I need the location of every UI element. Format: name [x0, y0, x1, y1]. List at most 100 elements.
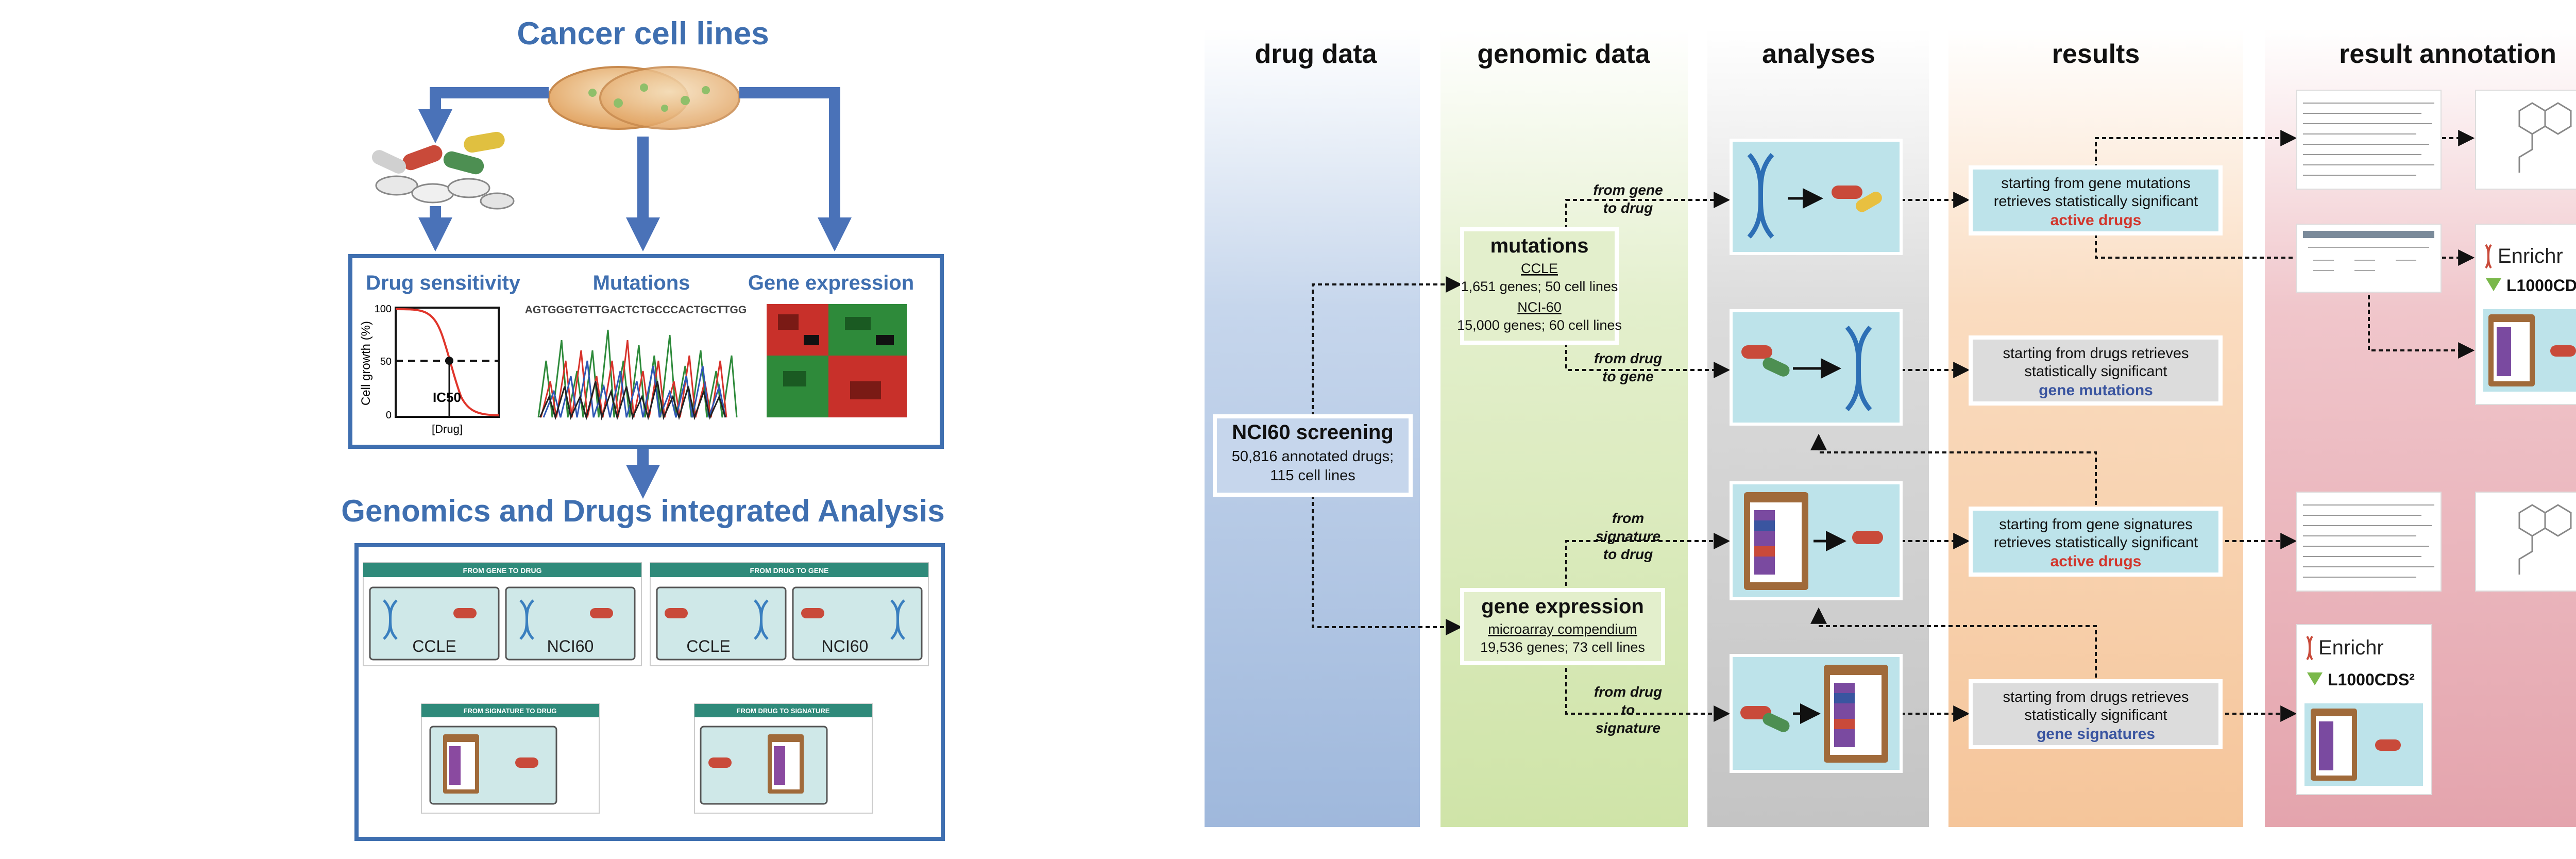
analysis-signature-to-drug	[1730, 481, 1903, 600]
petri-dish-icon	[548, 66, 740, 130]
cancer-cell-lines-title: Cancer cell lines	[517, 16, 769, 52]
mutations-title: Mutations	[593, 272, 690, 294]
pill-icon	[590, 608, 613, 618]
panel-header: FROM DRUG TO GENE	[750, 566, 829, 575]
card-label: NCI60	[822, 637, 869, 655]
result-highlight: active drugs	[2050, 553, 2142, 570]
label-gene-to-drug-1: from gene	[1593, 182, 1663, 198]
pill-icon	[801, 608, 824, 618]
nci60-detail: 15,000 genes; 60 cell lines	[1457, 317, 1622, 333]
gene-expression-box: gene expression microarray compendium 19…	[1460, 588, 1665, 665]
label-drug-to-gene-1: from drug	[1594, 350, 1662, 366]
annotation-table-3	[2296, 492, 2442, 592]
ic50-label: IC50	[433, 390, 461, 405]
ccle-source: CCLE	[1521, 261, 1558, 276]
screenshot-from-drug-to-signature: FROM DRUG TO SIGNATURE	[694, 703, 873, 814]
dna-icon	[383, 599, 398, 640]
dna-icon	[754, 599, 769, 640]
panel-header: FROM SIGNATURE TO DRUG	[464, 707, 557, 715]
pill-icon	[2375, 739, 2401, 751]
drug-sensitivity-title: Drug sensitivity	[366, 272, 521, 294]
column-title: results	[2052, 39, 2140, 69]
label-gene-to-drug-2: to drug	[1603, 200, 1653, 216]
y-axis-label: Cell growth (%)	[359, 321, 373, 406]
annotation-table-1	[2296, 90, 2442, 190]
molecule-structure-1	[2475, 90, 2576, 190]
label-signature-to-drug-3: to drug	[1603, 546, 1653, 562]
pill-icon	[1856, 192, 1882, 212]
enrichr-logo-1: Enrichr L1000CDS²	[2475, 224, 2576, 405]
triangle-icon	[2486, 278, 2501, 291]
chromatogram	[537, 329, 738, 420]
mutations-box-title: mutations	[1490, 234, 1588, 257]
result-line: starting from gene mutations	[2001, 175, 2191, 192]
pill-icon	[1762, 713, 1790, 732]
analysis-title: Genomics and Drugs integrated Analysis	[341, 494, 944, 528]
workflow-panel: drug data genomic data analyses results …	[1205, 28, 2576, 827]
enrichr-logo-2: Enrichr L1000CDS²	[2296, 624, 2432, 795]
label-signature-to-drug-1: from	[1612, 510, 1644, 526]
pill-icon	[708, 757, 732, 768]
result-3: starting from gene signatures retrieves …	[1969, 507, 2223, 577]
nci60-source: NCI-60	[1517, 299, 1562, 315]
gene-expression-title: Gene expression	[748, 272, 914, 294]
result-line: starting from gene signatures	[1999, 516, 2193, 533]
column-title: analyses	[1762, 39, 1875, 69]
analysis-drug-to-signature	[1730, 654, 1903, 773]
analysis-gene-to-drug	[1730, 139, 1903, 255]
annotation-table-2	[2296, 224, 2442, 293]
dna-icon	[1747, 153, 1774, 239]
pills-icon	[371, 131, 515, 210]
data-types-box	[348, 254, 944, 449]
pill-icon	[1740, 706, 1771, 719]
result-line: starting from drugs retrieves	[2003, 345, 2189, 362]
dna-icon	[890, 599, 905, 640]
label-signature-to-drug-2: signature	[1596, 528, 1660, 544]
result-line: retrieves statistically significant	[1994, 534, 2198, 551]
dna-icon	[519, 599, 534, 640]
y-tick-50: 50	[380, 356, 392, 367]
result-2: starting from drugs retrieves statistica…	[1969, 335, 2223, 406]
dna-icon	[2485, 244, 2492, 269]
column-title: drug data	[1255, 39, 1378, 69]
panel-header: FROM GENE TO DRUG	[463, 566, 542, 575]
pill-icon	[515, 757, 538, 768]
microarray-source: microarray compendium	[1488, 621, 1637, 637]
card-label: NCI60	[547, 637, 594, 655]
column-title: result annotation	[2339, 39, 2556, 69]
pill-icon	[1832, 186, 1862, 199]
card-label: CCLE	[686, 637, 730, 655]
connectors	[1312, 130, 2475, 722]
pill-icon	[665, 608, 688, 618]
result-4: starting from drugs retrieves statistica…	[1969, 679, 2223, 749]
left-panel: Cancer cell lines	[341, 16, 945, 841]
pill-icon	[2550, 345, 2576, 357]
result-highlight: gene mutations	[2039, 382, 2153, 399]
label-drug-to-signature-2: to	[1621, 702, 1635, 718]
analysis-drug-to-gene	[1730, 309, 1903, 426]
screenshot-from-gene-to-drug: FROM GENE TO DRUG CCLE NCI60	[363, 562, 642, 666]
y-tick-0: 0	[386, 410, 392, 421]
y-tick-100: 100	[375, 304, 392, 315]
nci60-screening-box: NCI60 screening 50,816 annotated drugs; …	[1213, 414, 1413, 497]
x-axis-label: [Drug]	[432, 423, 463, 435]
dna-sequence: AGTGGGTGTTGACTCTGCCCACTGCTTGG	[525, 304, 747, 316]
enrichr-label: Enrichr	[2498, 245, 2563, 267]
pill-icon	[453, 608, 477, 618]
column-title: genomic data	[1477, 39, 1650, 69]
screenshot-from-signature-to-drug: FROM SIGNATURE TO DRUG	[421, 703, 600, 814]
result-highlight: gene signatures	[2037, 726, 2155, 743]
pill-icon	[1741, 345, 1772, 359]
result-highlight: active drugs	[2050, 212, 2142, 229]
triangle-icon	[2307, 672, 2323, 685]
dna-icon	[2306, 635, 2313, 661]
enrichr-label: Enrichr	[2318, 636, 2384, 659]
result-line: retrieves statistically significant	[1994, 193, 2198, 210]
l1000-label: L1000CDS²	[2506, 276, 2576, 295]
l1000-label: L1000CDS²	[2328, 670, 2415, 689]
heatmap	[767, 304, 907, 417]
mutations-box: mutations CCLE 1,651 genes; 50 cell line…	[1457, 227, 1622, 345]
label-drug-to-signature-3: signature	[1596, 720, 1660, 736]
arrow-labels: from gene to drug from drug to gene from…	[1593, 182, 1663, 736]
